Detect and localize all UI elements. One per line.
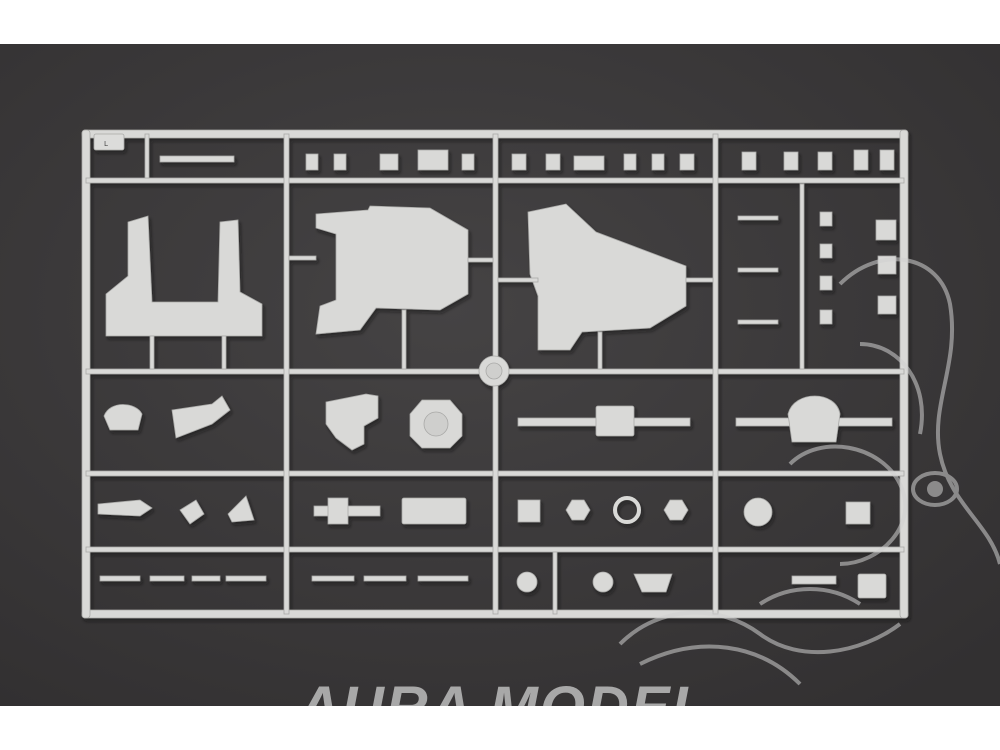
part-u-frame	[105, 215, 263, 337]
part-large-plate-1	[315, 205, 469, 335]
sprue-frame	[81, 129, 909, 619]
part-large-plate-2	[527, 203, 687, 351]
watermark-mascot	[618, 257, 1000, 686]
watermark-text: AURA MODEL	[296, 675, 709, 706]
sprue-photo: L AURA MODEL	[0, 44, 1000, 706]
sprue-frame-tag: L	[104, 140, 108, 148]
